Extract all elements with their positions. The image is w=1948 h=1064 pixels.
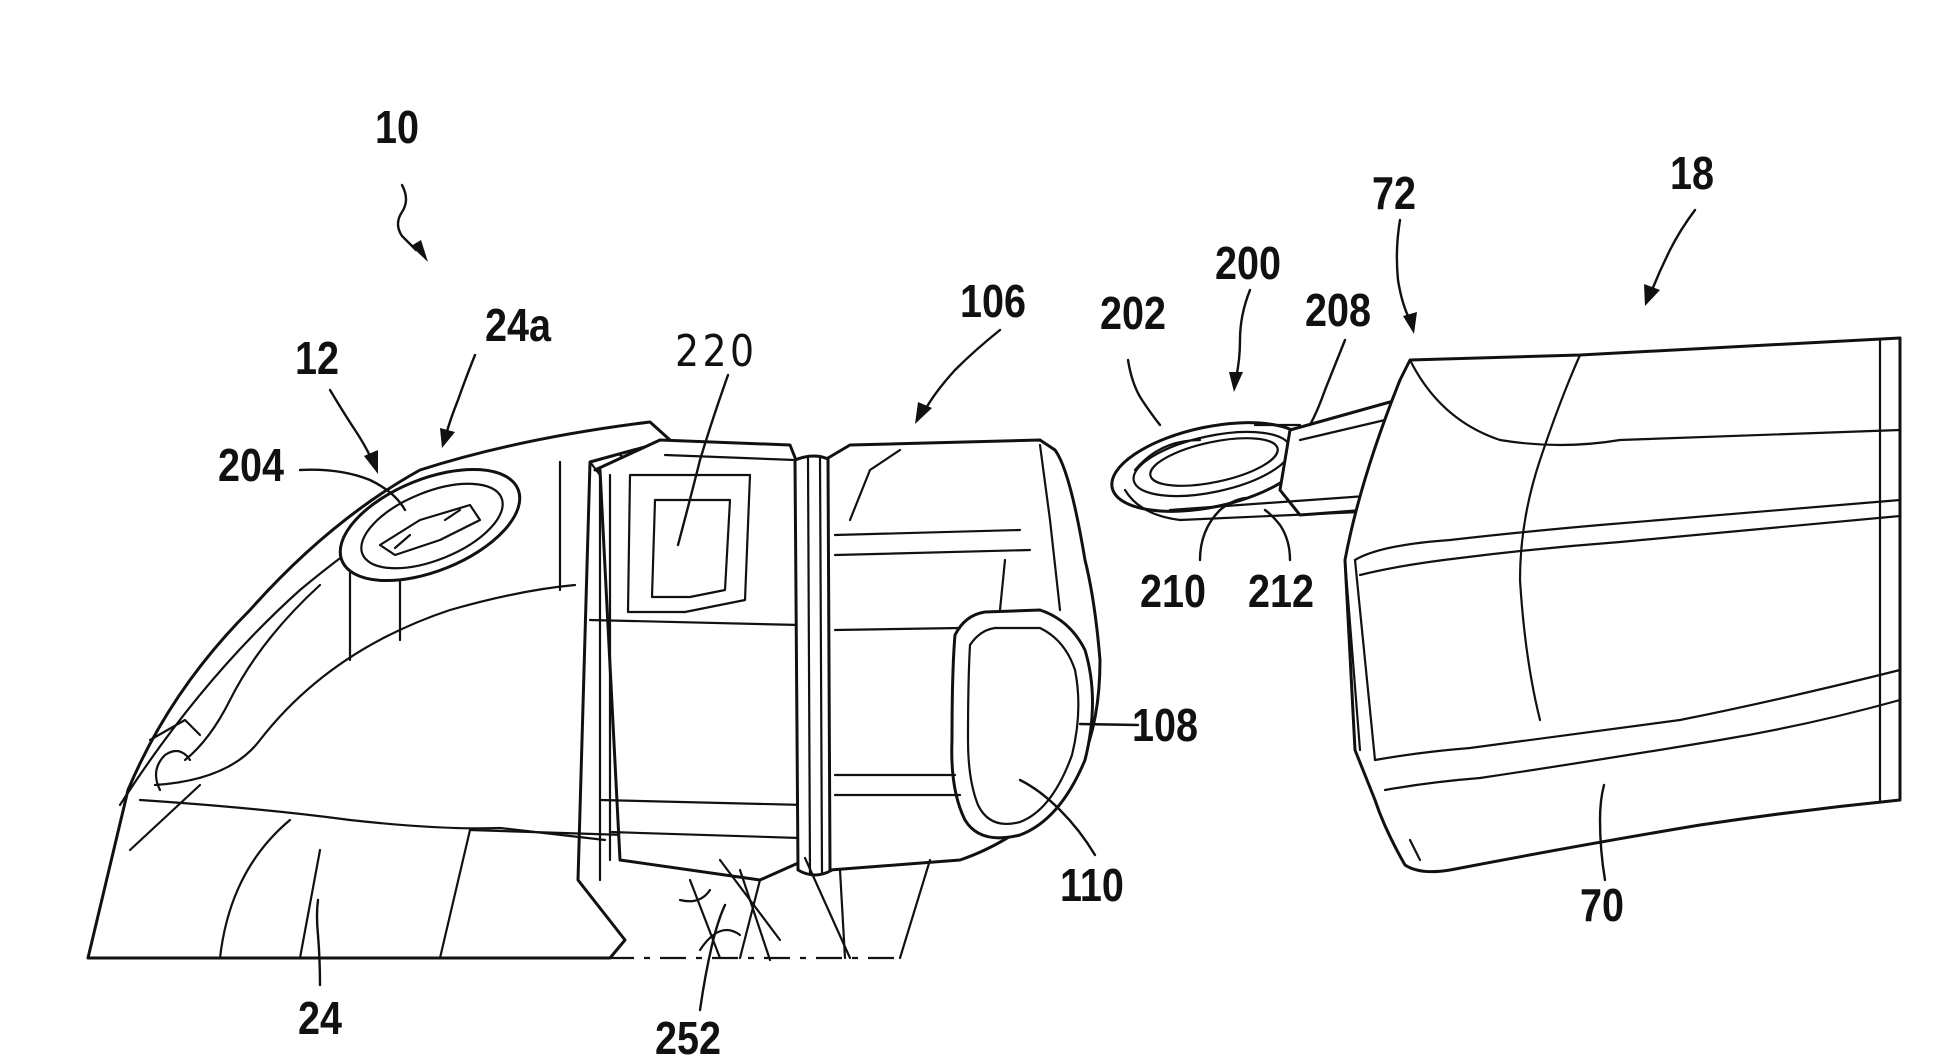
label-210: 210 — [1140, 568, 1206, 614]
handle-18 — [1345, 338, 1900, 872]
label-24a: 24a — [485, 302, 551, 348]
label-10: 10 — [375, 104, 419, 150]
label-220: 220 — [675, 330, 758, 374]
label-12: 12 — [295, 335, 339, 381]
label-204: 204 — [218, 442, 284, 488]
label-106: 106 — [960, 278, 1026, 324]
label-208: 208 — [1305, 287, 1371, 333]
label-200: 200 — [1215, 240, 1281, 286]
label-18: 18 — [1670, 150, 1714, 196]
collar-ring — [795, 456, 832, 875]
label-252: 252 — [655, 1015, 721, 1061]
label-202: 202 — [1100, 290, 1166, 336]
label-108: 108 — [1132, 702, 1198, 748]
label-110: 110 — [1060, 862, 1124, 908]
nozzle-106 — [828, 440, 1100, 870]
label-72: 72 — [1372, 170, 1416, 216]
label-70: 70 — [1580, 882, 1624, 928]
label-24: 24 — [298, 995, 342, 1041]
label-212: 212 — [1248, 568, 1314, 614]
coupling-220 — [590, 440, 805, 960]
